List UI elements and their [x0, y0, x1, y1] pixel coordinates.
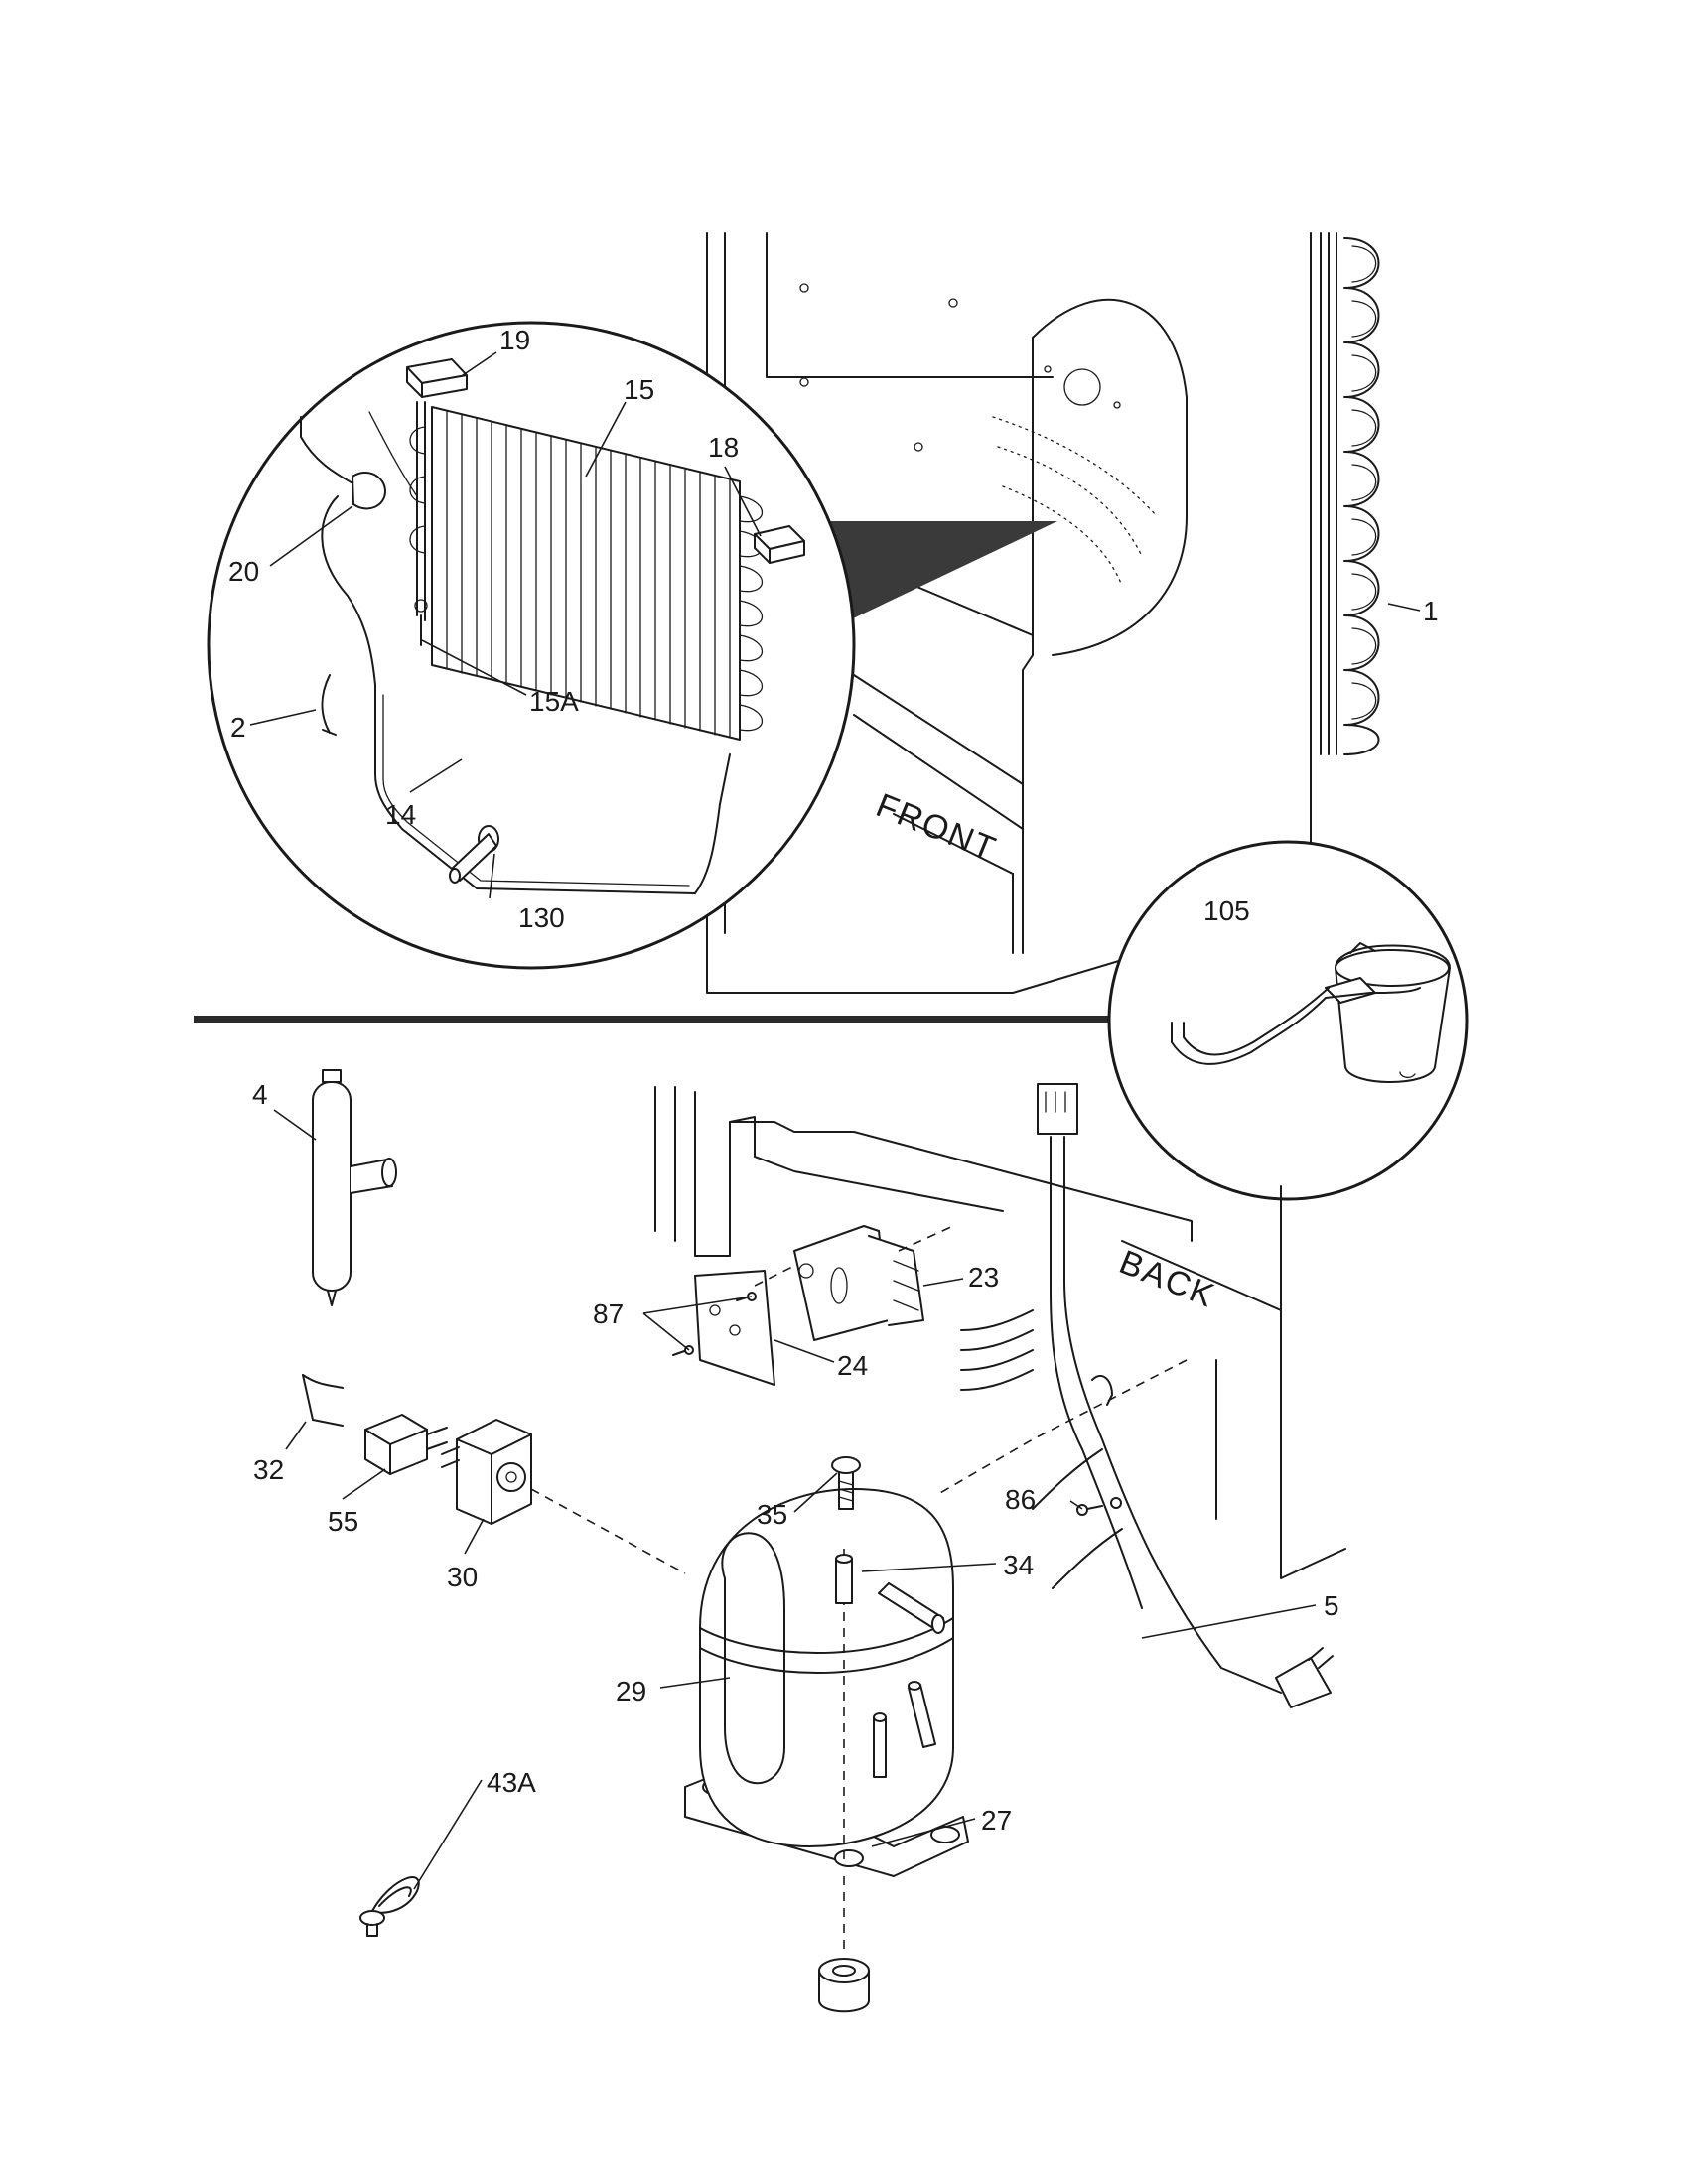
wiring-harness — [960, 1083, 1282, 1694]
callout-14: 14 — [385, 799, 416, 830]
section-divider — [194, 1016, 1122, 1023]
callout-30: 30 — [447, 1562, 478, 1592]
overload-clip-32 — [302, 1374, 344, 1427]
callout-18: 18 — [708, 432, 739, 463]
callout-labels: 1 19 15 18 20 15A 2 14 130 105 4 23 87 2… — [228, 325, 1439, 1836]
defrost-heater-wiring — [300, 411, 731, 894]
screws-87 — [672, 1292, 757, 1356]
callout-4: 4 — [252, 1079, 268, 1110]
callout-86: 86 — [1005, 1484, 1036, 1515]
drain-pan-detail-circle — [1107, 840, 1469, 1201]
cable-tie-43a — [359, 1876, 420, 1937]
callout-27: 27 — [981, 1805, 1012, 1836]
callout-20: 20 — [228, 556, 259, 587]
callout-23: 23 — [968, 1262, 999, 1293]
callout-2: 2 — [230, 712, 246, 743]
detail-pointer-wedge — [829, 521, 1057, 620]
defrost-timer — [793, 1225, 924, 1341]
drain-fitting-130 — [449, 825, 499, 884]
callout-1: 1 — [1423, 596, 1439, 626]
timer-mounting-bracket — [694, 1270, 775, 1386]
power-plug — [1275, 1647, 1334, 1708]
condenser-coil — [1320, 232, 1380, 755]
insulation-pad-18 — [754, 525, 805, 564]
callout-19: 19 — [499, 325, 530, 355]
bolt-35 — [831, 1456, 861, 1510]
compressor — [684, 1488, 969, 1877]
callout-105: 105 — [1203, 895, 1250, 926]
evaporator — [409, 401, 764, 741]
callout-leaders — [249, 351, 1421, 1890]
wire-clip-2 — [321, 674, 337, 736]
start-relay — [364, 1414, 448, 1475]
callout-43a: 43A — [487, 1767, 536, 1798]
callout-5: 5 — [1324, 1590, 1339, 1621]
back-label: BACK — [1114, 1243, 1221, 1315]
insulation-pad-19 — [406, 358, 468, 398]
callout-34: 34 — [1003, 1550, 1034, 1580]
callout-29: 29 — [616, 1676, 646, 1706]
callout-24: 24 — [837, 1350, 868, 1381]
screw-86 — [1076, 1497, 1122, 1516]
overload-protector — [441, 1419, 532, 1525]
front-label: FRONT — [871, 786, 1002, 869]
callout-32: 32 — [253, 1454, 284, 1485]
callout-87: 87 — [593, 1298, 624, 1329]
callout-15a: 15A — [529, 686, 579, 717]
callout-35: 35 — [757, 1499, 787, 1530]
callout-15: 15 — [624, 374, 654, 405]
stud-34 — [835, 1554, 853, 1604]
grommet-27 — [818, 1958, 870, 2013]
cabinet-lower — [654, 1086, 1346, 1579]
callout-55: 55 — [328, 1506, 358, 1537]
filter-drier — [312, 1069, 397, 1306]
callout-130: 130 — [518, 902, 565, 933]
cabinet-upper — [706, 232, 1312, 994]
